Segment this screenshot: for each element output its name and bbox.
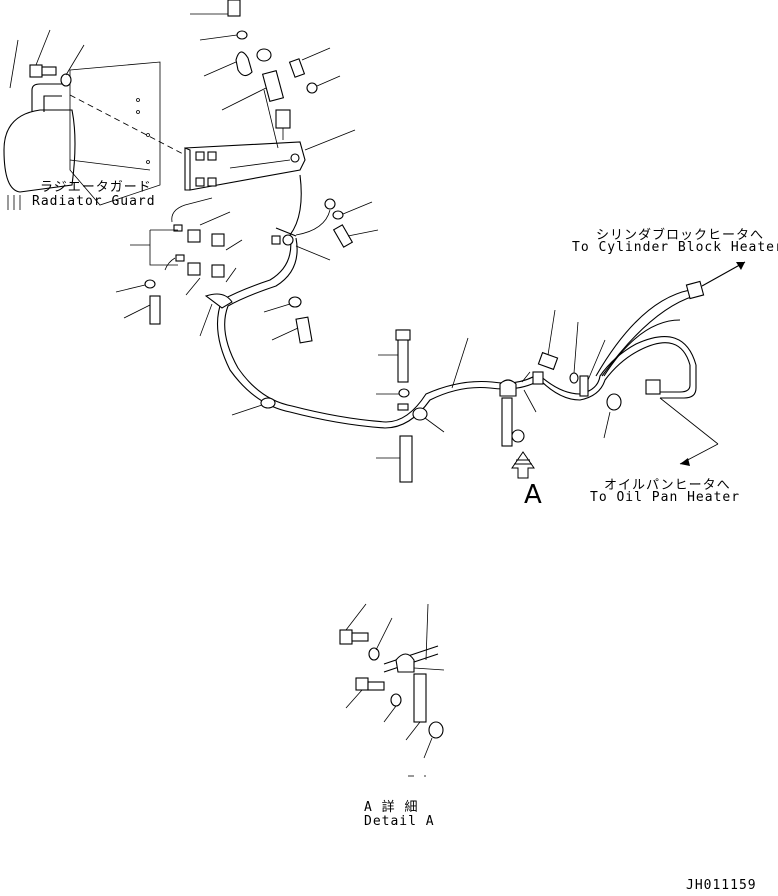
harness-hardware xyxy=(199,198,622,483)
view-arrow-a xyxy=(511,451,535,479)
heater-connectors xyxy=(645,261,746,466)
upper-fasteners xyxy=(190,0,341,149)
detail-a-drawing xyxy=(339,603,445,777)
cylinder-heater-label-en: To Cylinder Block Heater xyxy=(572,240,778,255)
radiator-guard-label-jp: ラジエータガード xyxy=(40,180,152,195)
cylinder-heater-label-jp: シリンダブロックヒータへ xyxy=(596,228,765,243)
bolt-washer-topleft xyxy=(9,29,85,89)
oil-pan-heater-label-jp: オイルパンヒータへ xyxy=(604,478,731,493)
mounting-bracket xyxy=(184,129,356,191)
harness-clamps xyxy=(204,234,589,447)
detail-a-label-en: Detail A xyxy=(364,814,435,829)
radiator-guard-label-en: Radiator Guard xyxy=(32,194,156,209)
radiator-guard xyxy=(3,61,186,210)
bolt-washer-left xyxy=(115,279,161,325)
drawing-number: JH011159 xyxy=(686,878,757,893)
detail-a-label-jp: A 詳 細 xyxy=(364,800,419,815)
view-letter-a: A xyxy=(524,480,542,510)
connector-cluster xyxy=(130,197,243,296)
oil-pan-heater-label-en: To Oil Pan Heater xyxy=(590,490,741,505)
